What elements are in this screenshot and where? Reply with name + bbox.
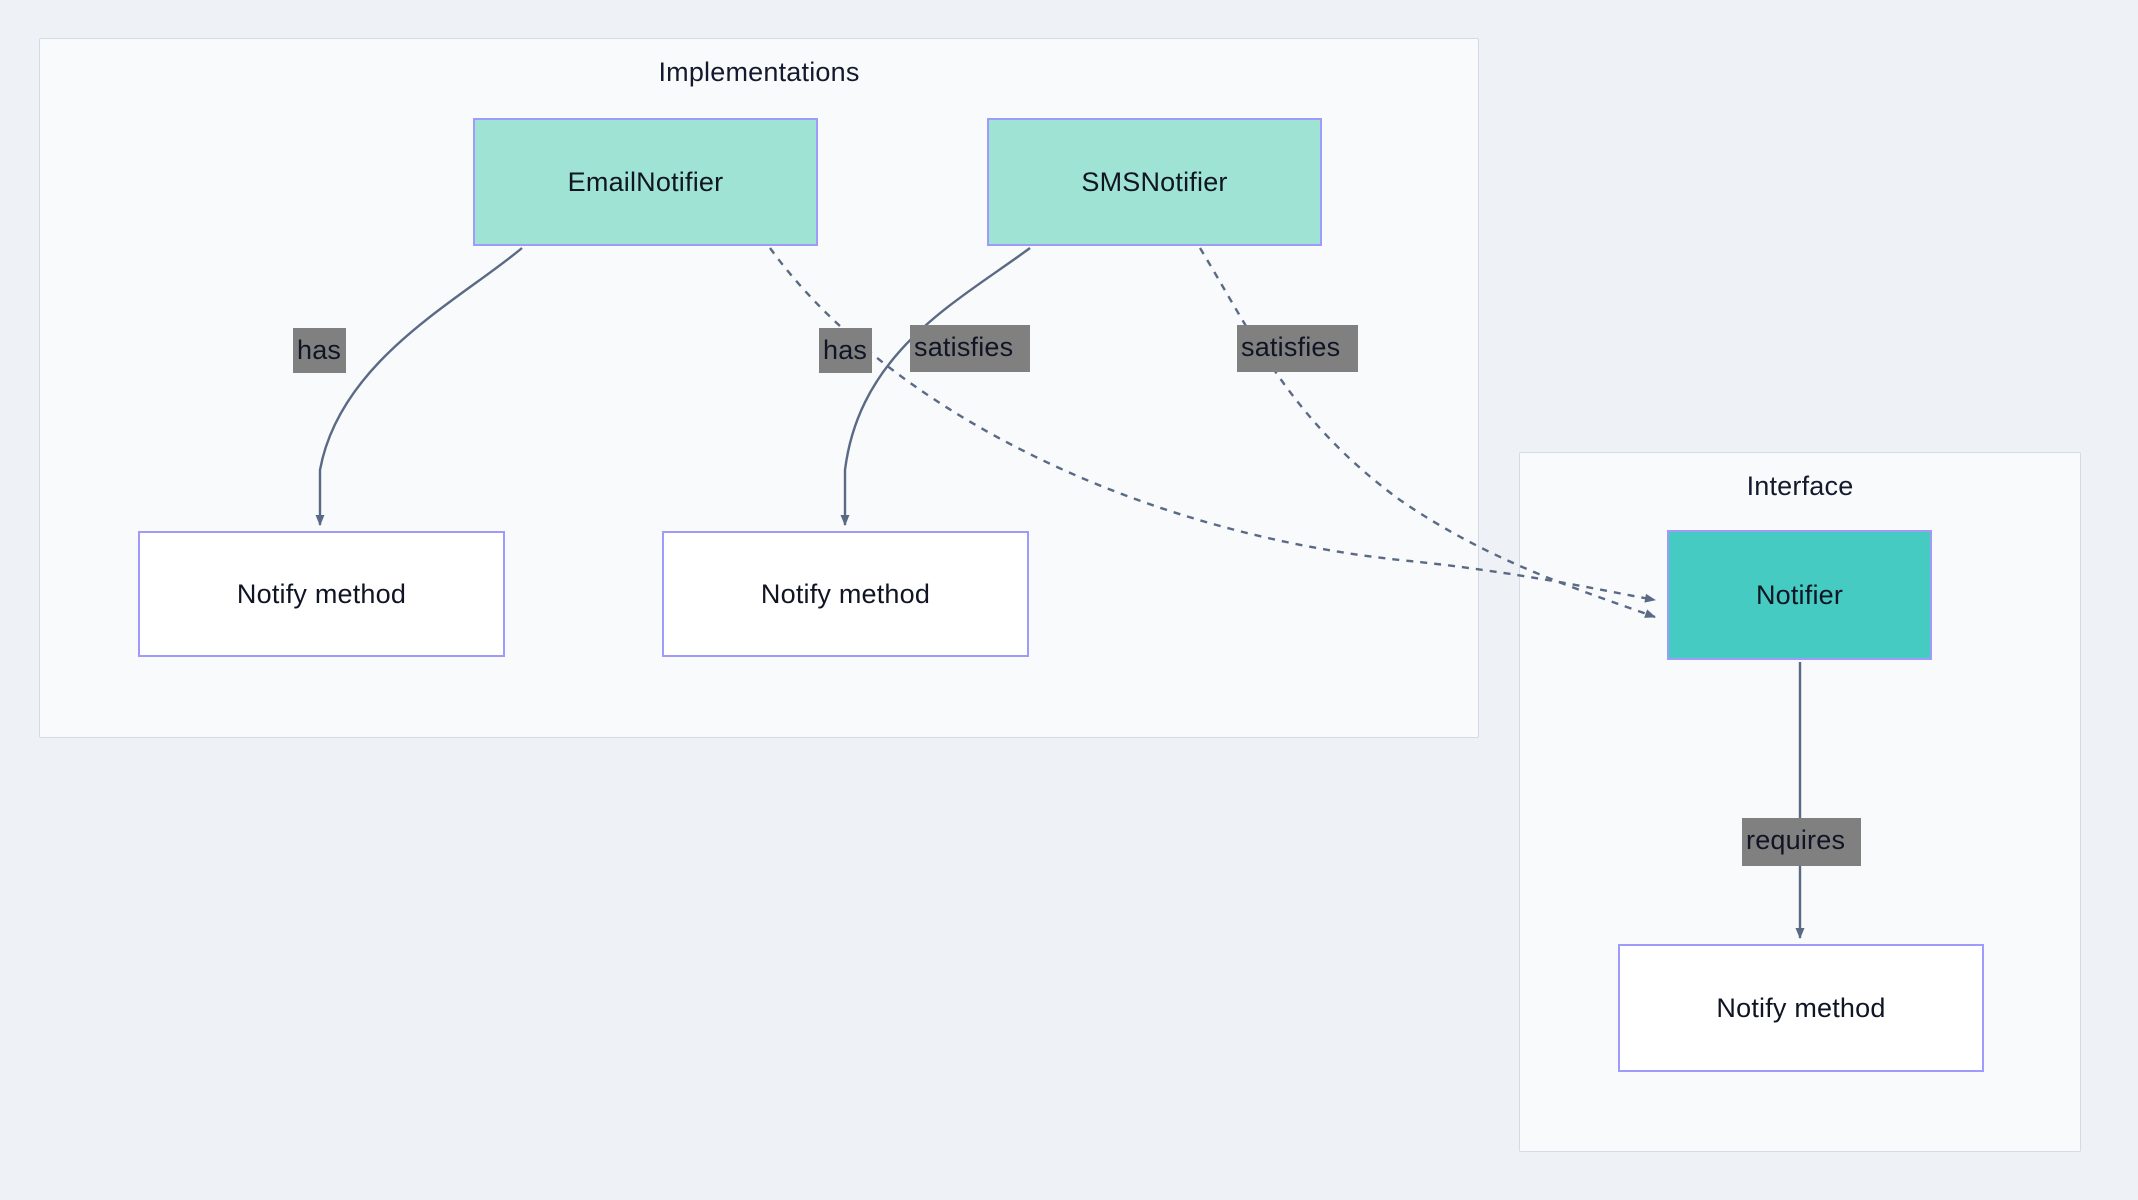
node-sms-notifier[interactable]: SMSNotifier [987,118,1322,246]
node-interface-notify-method[interactable]: Notify method [1618,944,1984,1072]
node-notifier-label: Notifier [1755,579,1844,610]
edge-label-requires: requires [1742,818,1861,866]
node-email-notify-method-label: Notify method [236,578,407,609]
cluster-interface-title: Interface [1746,471,1854,501]
node-notifier[interactable]: Notifier [1667,530,1932,660]
edge-label-has-email: has [293,328,346,373]
edge-label-has-sms: has [819,328,872,373]
node-interface-notify-method-label: Notify method [1716,992,1886,1023]
edge-label-satisfies-email: satisfies [910,325,1030,372]
node-email-notifier[interactable]: EmailNotifier [473,118,818,246]
node-sms-notify-method[interactable]: Notify method [662,531,1029,657]
cluster-implementations-title: Implementations [658,57,860,87]
node-sms-notify-method-label: Notify method [760,578,931,609]
node-email-notifier-label: EmailNotifier [567,166,724,197]
node-email-notify-method[interactable]: Notify method [138,531,505,657]
node-sms-notifier-label: SMSNotifier [1081,166,1228,197]
edge-label-satisfies-sms: satisfies [1237,325,1358,372]
